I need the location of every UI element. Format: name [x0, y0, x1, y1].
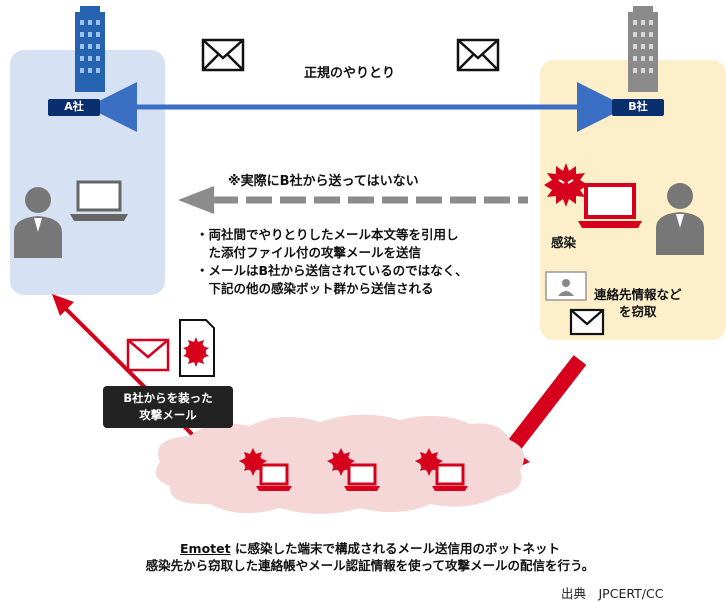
mail-icon [569, 308, 605, 336]
spoofed-mail-label: B社からを装った 攻撃メール [103, 386, 233, 428]
malicious-file-icon [179, 319, 215, 377]
stolen-info-line: 連絡先情報など [594, 287, 682, 302]
attack-mail-icon [126, 338, 170, 372]
caption-text: に感染した端末で構成されるメール送信用のボットネット [230, 541, 560, 556]
description-line: ・メールはB社から送信されているのではなく、 [196, 263, 468, 278]
bot-laptop-icon [327, 448, 380, 491]
laptop-icon [70, 180, 128, 221]
legit-exchange-label: 正規のやりとり [304, 66, 396, 81]
description-line: た添付ファイル付の攻撃メールを送信 [196, 245, 422, 260]
description-line: ・両社間でやりとりしたメール本文等を引用し [196, 227, 459, 242]
virus-icon [544, 163, 588, 207]
attack-description: ・両社間でやりとりしたメール本文等を引用し た添付ファイル付の攻撃メールを送信 … [196, 226, 468, 298]
stolen-info-label: 連絡先情報など を窃取 [594, 286, 682, 320]
description-line: 下記の他の感染ボット群から送信される [196, 281, 434, 296]
caption-line-1: Emotet に感染した端末で構成されるメール送信用のボットネット [110, 540, 630, 557]
user-b-icon [656, 183, 704, 255]
spoofed-mail-line: B社からを装った [123, 391, 213, 405]
not-sent-note: ※実際にB社から送ってはいない [228, 174, 419, 189]
caption-line-2: 感染先から窃取した連絡帳やメール認証情報を使って攻撃メールの配信を行う。 [145, 558, 595, 573]
infection-label: 感染 [551, 235, 577, 250]
mail-icon [456, 38, 500, 72]
building-a-icon [75, 6, 105, 92]
spoofed-route-arrow [178, 186, 528, 214]
contact-card-icon [545, 271, 587, 301]
company-a-label: A社 [48, 99, 100, 116]
spoofed-mail-line: 攻撃メール [139, 408, 197, 422]
emotet-term: Emotet [180, 541, 231, 556]
bot-laptop-icon [239, 448, 292, 491]
company-b-label: B社 [612, 99, 664, 116]
infected-laptop-icon [578, 183, 642, 228]
botnet-caption: Emotet に感染した端末で構成されるメール送信用のボットネット 感染先から窃… [110, 540, 630, 574]
mail-icon [201, 38, 245, 72]
bot-laptop-icon [415, 448, 468, 491]
building-b-icon [628, 6, 658, 92]
user-a-icon [14, 187, 62, 258]
source-credit: 出典 JPCERT/CC [561, 586, 664, 601]
stolen-info-line: を窃取 [619, 304, 657, 319]
